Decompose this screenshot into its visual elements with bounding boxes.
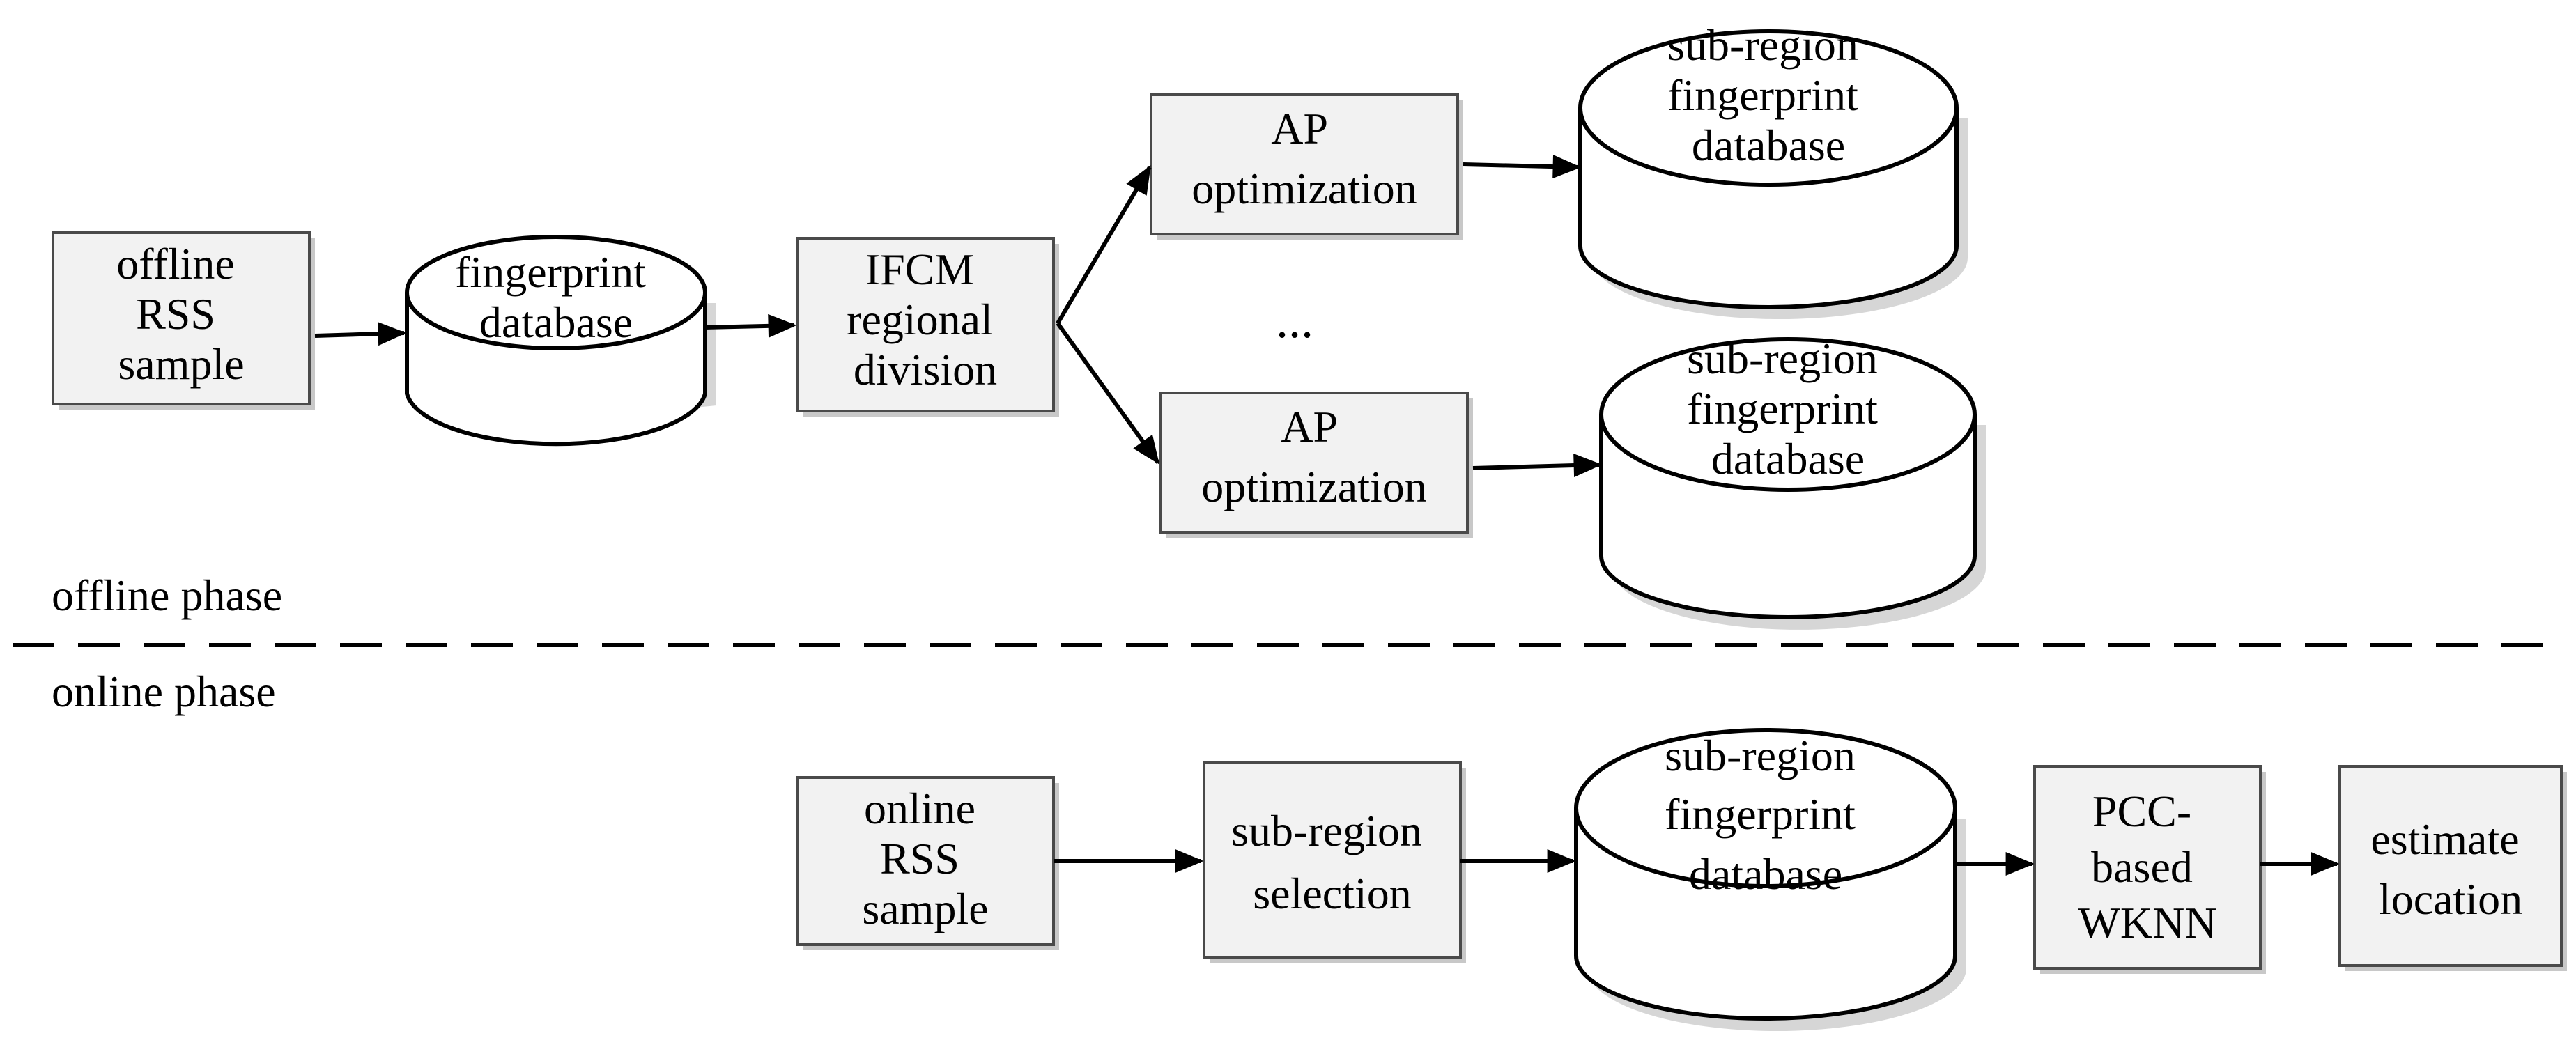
svg-text:fingerprint database: fingerprint database [455, 247, 657, 347]
offline-rss-line2: RSS [136, 289, 215, 339]
fingerprint-db-line2: database [479, 297, 633, 347]
fingerprint-db-line1: fingerprint [455, 247, 646, 297]
subregion-db-top-line1: sub-region [1667, 20, 1858, 70]
pcc-wknn-line3: WKNN [2078, 898, 2216, 947]
svg-text:AP optimization: AP optimization [1191, 104, 1417, 213]
offline-rss-line1: offline [116, 239, 234, 288]
subregion-database-cylinder-bottom: sub-region fingerprint database [1599, 334, 1986, 630]
arrow-ifcm-to-ap-top [1056, 165, 1152, 325]
online-rss-line3: sample [862, 884, 988, 933]
offline-rss-sample-box: offline RSS sample [52, 231, 315, 410]
subregion-database-cylinder-online: sub-region fingerprint database [1574, 728, 1966, 1031]
estimate-location-box: estimate location [2338, 765, 2567, 971]
ap-opt-bottom-line2: optimization [1201, 462, 1427, 511]
pcc-wknn-line1: PCC- [2092, 786, 2191, 836]
online-rss-line2: RSS [880, 834, 959, 883]
estimate-line2: location [2379, 874, 2522, 924]
svg-text:sub-region fingerprint: sub-region fingerprint database [1667, 20, 1869, 170]
ifcm-regional-division-box: IFCM regional division [796, 237, 1059, 417]
offline-rss-line3: sample [118, 339, 244, 389]
subregion-db-online-line3: database [1689, 849, 1842, 899]
offline-phase-label: offline phase [52, 571, 282, 620]
svg-text:AP optimization: AP optimization [1201, 402, 1427, 511]
subregion-selection-line1: sub-region [1231, 806, 1422, 855]
ap-opt-top-line2: optimization [1191, 164, 1417, 213]
arrow-db-to-ifcm [704, 313, 797, 338]
arrow-ifcm-to-ap-bottom [1056, 322, 1160, 465]
ap-opt-top-line1: AP [1271, 104, 1327, 153]
arrow-rss-to-db [314, 322, 407, 346]
ifcm-line3: division [854, 345, 997, 394]
ap-opt-bottom-line1: AP [1281, 402, 1336, 451]
ifcm-line1: IFCM [865, 245, 975, 294]
svg-text:PCC- based WKNN: PCC- based WKNN [2078, 786, 2216, 947]
subregion-db-bottom-line2: fingerprint [1687, 384, 1878, 433]
subregion-db-bottom-line3: database [1711, 434, 1865, 483]
subregion-selection-box: sub-region selection [1203, 761, 1466, 963]
svg-text:sub-region selection: sub-region selection [1231, 806, 1433, 918]
subregion-db-top-line2: fingerprint [1667, 70, 1858, 120]
arrow-ap-top-to-subdb [1463, 155, 1582, 179]
estimate-line1: estimate [2370, 814, 2519, 864]
subregion-db-top-line3: database [1692, 121, 1845, 170]
svg-text:offline RSS sample: offline RSS sample [116, 239, 245, 389]
svg-text:sub-region fingerprint: sub-region fingerprint database [1687, 334, 1889, 483]
subregion-db-bottom-line1: sub-region [1687, 334, 1878, 383]
ap-optimization-box-top: AP optimization [1150, 93, 1463, 240]
svg-text:sub-region fingerprint: sub-region fingerprint database [1665, 731, 1867, 899]
svg-text:online RSS sample: online RSS sample [862, 784, 988, 933]
online-rss-sample-box: online RSS sample [796, 776, 1059, 950]
subregion-db-online-line1: sub-region [1665, 731, 1856, 780]
svg-text:estimate location: estimate location [2370, 814, 2530, 924]
subregion-db-online-line2: fingerprint [1665, 789, 1856, 839]
online-phase-label: online phase [52, 667, 276, 716]
subregion-selection-line2: selection [1253, 869, 1411, 918]
ifcm-line2: regional [847, 295, 993, 344]
fingerprint-database-cylinder: fingerprint database [405, 235, 716, 447]
svg-text:IFCM regional divi: IFCM regional division [847, 245, 1004, 394]
pcc-wknn-box: PCC- based WKNN [2033, 765, 2266, 974]
ap-optimization-box-bottom: AP optimization [1159, 392, 1473, 538]
arrow-ap-bottom-to-subdb [1472, 454, 1603, 478]
pcc-wknn-line2: based [2091, 842, 2193, 892]
subregion-database-cylinder-top: sub-region fingerprint database [1578, 20, 1968, 319]
online-rss-line1: online [864, 784, 975, 833]
ellipsis-text: ... [1276, 293, 1313, 348]
